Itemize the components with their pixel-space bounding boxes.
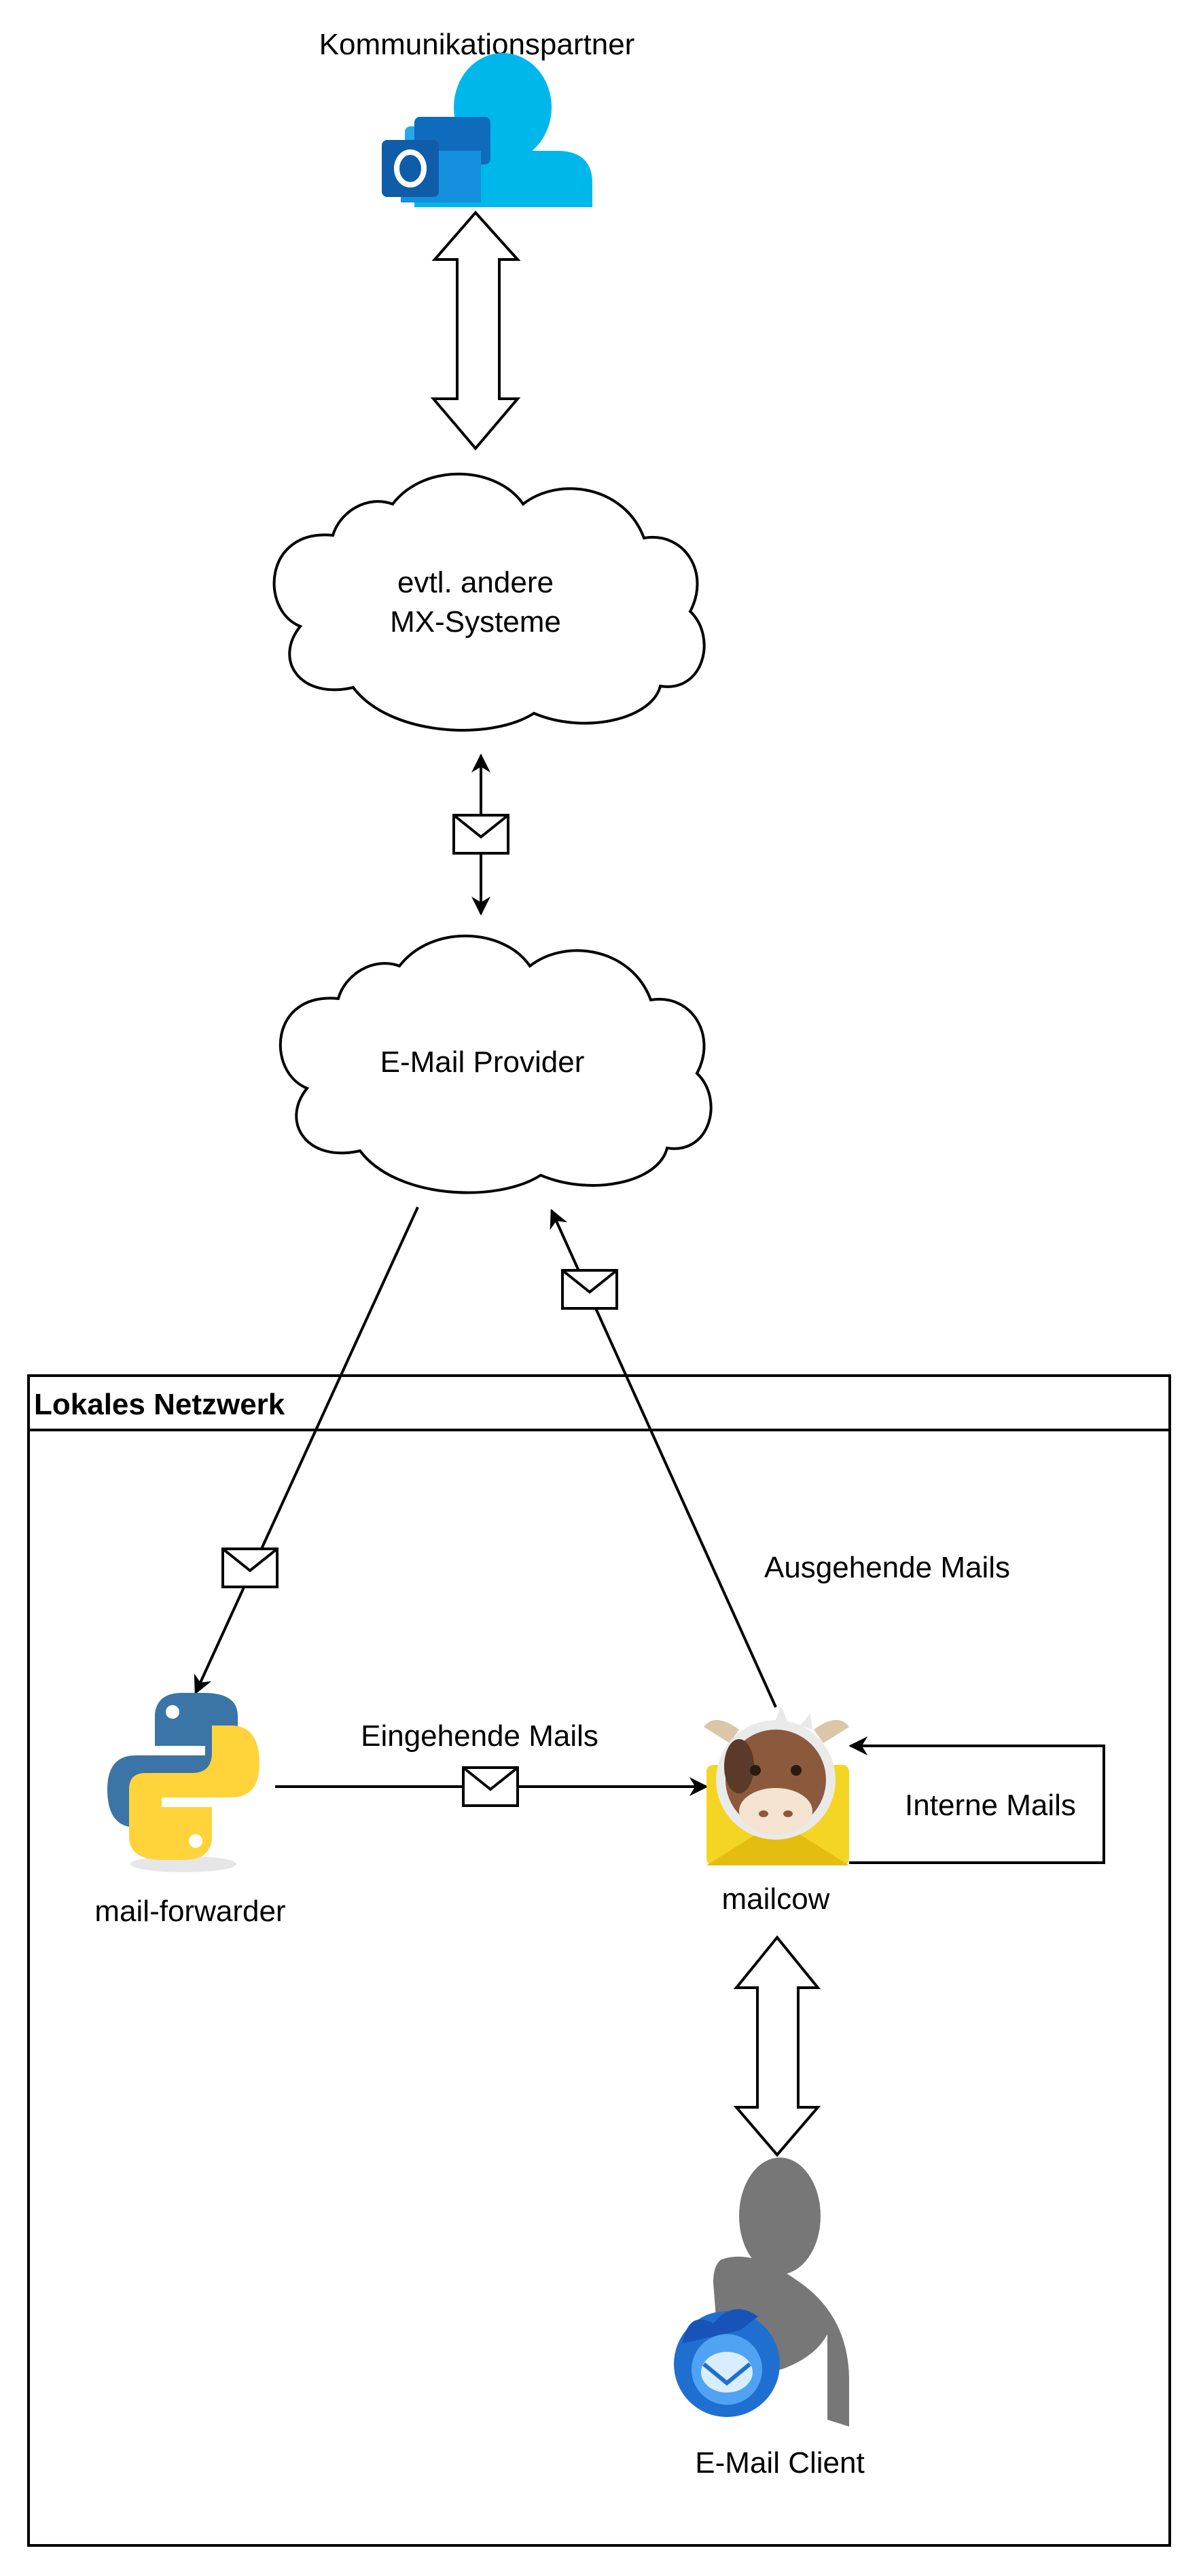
envelope-icon	[452, 814, 509, 855]
partner-mx-double-arrow	[430, 210, 521, 451]
provider-forwarder-arrow	[194, 1206, 419, 1695]
mx-systems-cloud	[272, 472, 706, 732]
thunderbird-person-icon	[674, 2158, 849, 2427]
incoming-mails-label: Eingehende Mails	[361, 1719, 598, 1753]
internal-mails-label: Interne Mails	[905, 1789, 1076, 1822]
envelope-icon	[462, 1766, 519, 1807]
python-logo-icon	[107, 1693, 259, 1872]
partner-label: Kommunikationspartner	[319, 28, 635, 61]
network-label: Lokales Netzwerk	[34, 1388, 285, 1421]
envelope-icon	[561, 1269, 618, 1310]
provider-label: E-Mail Provider	[380, 1045, 585, 1079]
mailcow-client-double-arrow	[733, 1935, 821, 2158]
mailcow-logo-icon	[704, 1706, 849, 1865]
local-network-container	[27, 1374, 1171, 2547]
email-provider-cloud	[279, 934, 713, 1194]
outlook-person-icon	[382, 53, 592, 207]
outgoing-mails-label: Ausgehende Mails	[764, 1551, 1010, 1584]
mx-label-line2: MX-Systeme	[390, 605, 561, 639]
internal-mails-loop	[848, 1736, 1105, 1864]
client-label: E-Mail Client	[695, 2446, 864, 2480]
mailcow-label: mailcow	[722, 1882, 830, 1916]
mx-label-line1: evtl. andere	[397, 566, 554, 599]
envelope-icon	[221, 1548, 279, 1588]
forwarder-label: mail-forwarder	[94, 1895, 285, 1928]
